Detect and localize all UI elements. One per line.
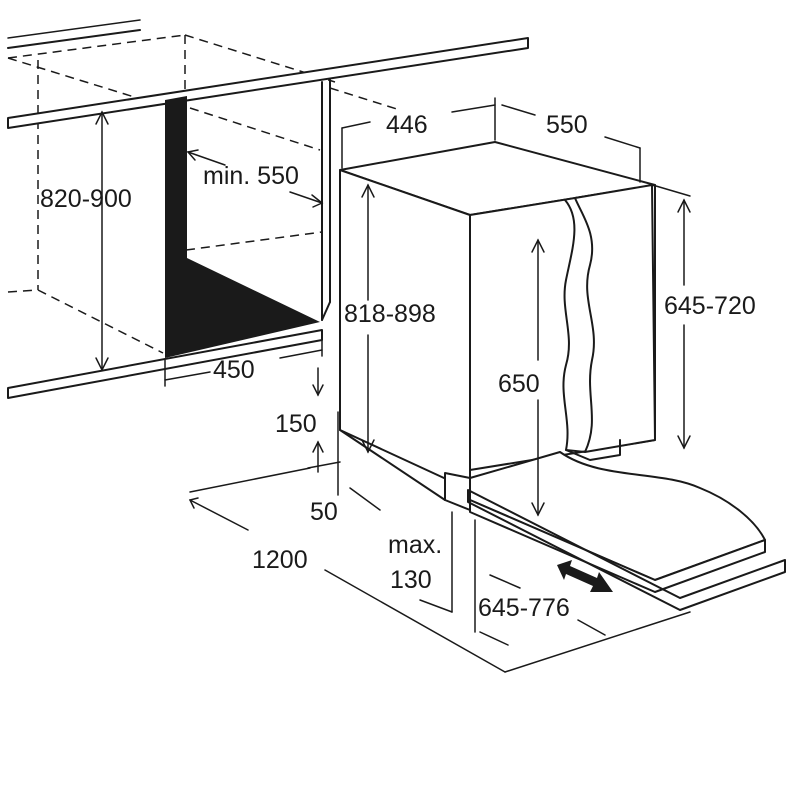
label-niche-width: 450: [213, 356, 255, 384]
door-panel: [562, 184, 656, 461]
label-door-opening-depth: 1200: [252, 546, 308, 574]
label-appliance-width: 446: [386, 111, 428, 139]
label-door-height: 650: [498, 370, 540, 398]
open-door: [467, 451, 786, 611]
worktop: [7, 19, 529, 129]
label-plinth-gap: 50: [310, 498, 338, 526]
double-arrow-icon: [557, 560, 613, 592]
niche-side-panel: [165, 79, 331, 358]
dimension-labels: 820-900 min. 550 450 446 550 818-898 650…: [40, 111, 756, 622]
label-plinth-height: 150: [275, 410, 317, 438]
label-door-travel: 645-776: [478, 594, 570, 622]
label-door-panel-height: 645-720: [664, 292, 756, 320]
label-niche-height: 820-900: [40, 185, 132, 213]
label-appliance-depth: 550: [546, 111, 588, 139]
label-max-value: 130: [390, 566, 432, 594]
label-min-depth: min. 550: [203, 162, 299, 190]
dimension-lines: [95, 97, 691, 673]
label-max: max.: [388, 531, 442, 559]
label-appliance-height: 818-898: [344, 300, 436, 328]
